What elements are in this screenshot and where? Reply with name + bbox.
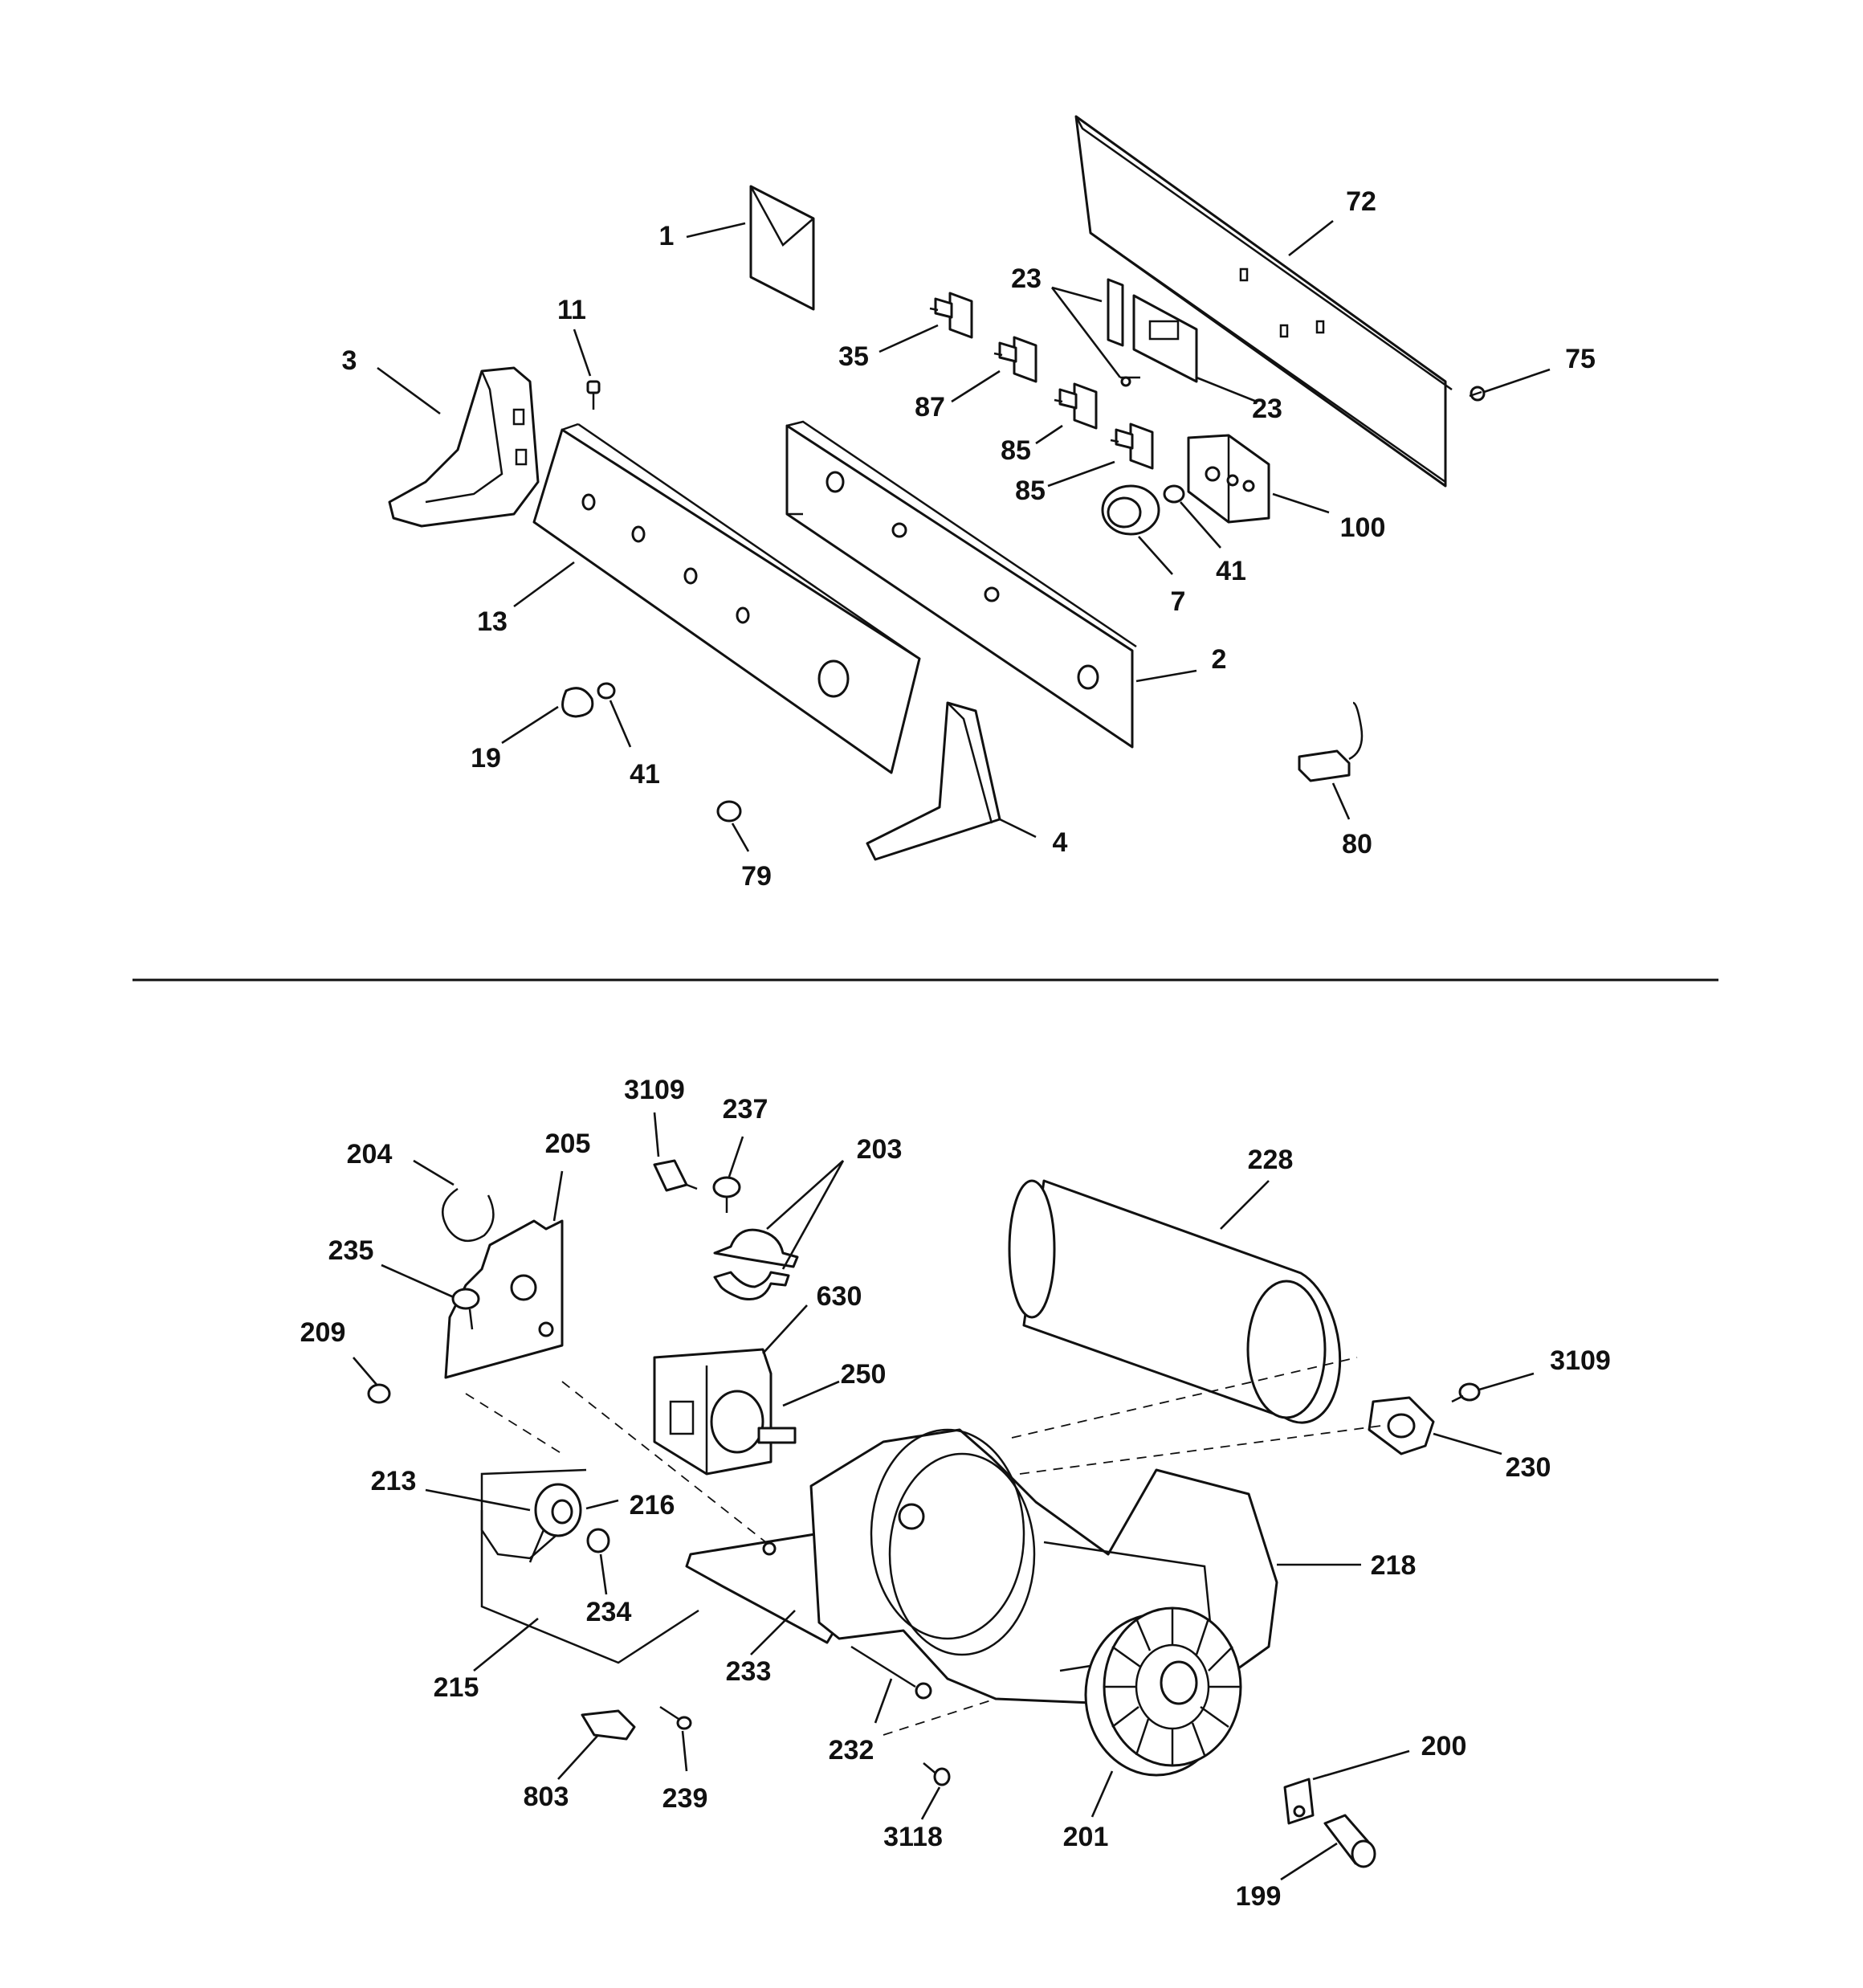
part-85-switch-upper bbox=[1054, 382, 1098, 430]
part-203-clamp-lower bbox=[713, 1271, 790, 1300]
label-part-232: 232 bbox=[829, 1735, 874, 1766]
part-41-clip-upper bbox=[1163, 484, 1185, 504]
label-part-3109-left: 3109 bbox=[624, 1075, 685, 1105]
label-part-41-lower: 41 bbox=[630, 759, 660, 790]
alignment-dashed-lines bbox=[465, 1357, 1382, 1736]
part-200-bracket bbox=[1283, 1778, 1315, 1825]
part-3109-screw-right bbox=[1451, 1382, 1481, 1403]
part-72-rear-panel bbox=[1074, 115, 1453, 488]
part-7-knob bbox=[1101, 484, 1160, 536]
part-80-sensor bbox=[1298, 701, 1364, 782]
label-part-85-upper: 85 bbox=[1001, 435, 1031, 466]
label-part-23-lower: 23 bbox=[1252, 394, 1282, 424]
part-235-screw bbox=[451, 1288, 480, 1330]
label-part-72: 72 bbox=[1346, 186, 1376, 217]
label-part-630: 630 bbox=[817, 1281, 862, 1312]
label-part-79: 79 bbox=[741, 861, 772, 892]
part-1-envelope bbox=[749, 185, 815, 311]
label-part-1: 1 bbox=[659, 221, 675, 251]
label-part-218: 218 bbox=[1371, 1550, 1417, 1581]
part-215-rod bbox=[480, 1510, 699, 1664]
label-part-23-upper: 23 bbox=[1011, 263, 1042, 294]
label-part-3: 3 bbox=[342, 345, 357, 376]
label-part-201: 201 bbox=[1063, 1822, 1109, 1852]
lower-leader-lines bbox=[353, 1112, 1535, 1881]
label-part-205: 205 bbox=[545, 1129, 591, 1159]
label-part-213: 213 bbox=[371, 1466, 417, 1496]
label-part-216: 216 bbox=[630, 1490, 675, 1521]
label-part-11: 11 bbox=[557, 295, 586, 325]
label-part-203: 203 bbox=[857, 1134, 903, 1165]
part-79-plug bbox=[716, 800, 742, 823]
label-part-209: 209 bbox=[300, 1317, 346, 1348]
part-250-motor-shaft bbox=[710, 1390, 797, 1454]
part-85-switch-lower bbox=[1110, 423, 1154, 470]
part-75-screw bbox=[1469, 386, 1486, 402]
label-part-41-upper: 41 bbox=[1216, 556, 1246, 586]
label-part-2: 2 bbox=[1212, 644, 1227, 675]
part-4-foot-bracket bbox=[866, 701, 1001, 861]
label-part-7: 7 bbox=[1171, 586, 1186, 617]
part-23-switch-block bbox=[1107, 278, 1198, 387]
part-35-switch bbox=[929, 292, 973, 339]
part-234-nut bbox=[586, 1528, 610, 1553]
part-239-screw bbox=[659, 1705, 692, 1730]
part-19-knob bbox=[561, 687, 594, 718]
part-201-blower-wheel bbox=[1084, 1606, 1242, 1777]
label-part-228: 228 bbox=[1248, 1145, 1294, 1175]
label-part-235: 235 bbox=[328, 1235, 374, 1266]
label-part-199: 199 bbox=[1236, 1881, 1282, 1912]
label-part-200: 200 bbox=[1421, 1731, 1467, 1761]
part-209-nut bbox=[367, 1383, 391, 1404]
label-part-233: 233 bbox=[726, 1656, 772, 1687]
label-part-215: 215 bbox=[434, 1672, 479, 1703]
label-part-803: 803 bbox=[524, 1782, 569, 1812]
part-3109-screw-left bbox=[653, 1159, 698, 1192]
lower-callout-labels: 3109 237 203 228 204 205 235 630 209 250… bbox=[300, 1075, 1611, 1912]
label-part-85-lower: 85 bbox=[1015, 476, 1046, 506]
label-part-204: 204 bbox=[347, 1139, 393, 1170]
label-part-3118: 3118 bbox=[883, 1822, 943, 1852]
part-3118-screw bbox=[923, 1762, 951, 1786]
upper-leader-lines bbox=[377, 219, 1551, 852]
label-part-234: 234 bbox=[586, 1597, 632, 1627]
label-part-13: 13 bbox=[477, 606, 508, 637]
part-232-bolt bbox=[850, 1645, 932, 1700]
label-part-100: 100 bbox=[1340, 512, 1386, 543]
part-203-clamp-upper bbox=[713, 1228, 799, 1268]
part-237-rivet bbox=[712, 1176, 741, 1213]
part-803-clip bbox=[581, 1709, 636, 1741]
label-part-237: 237 bbox=[723, 1094, 768, 1125]
label-part-19: 19 bbox=[471, 743, 501, 774]
part-3-end-cap bbox=[388, 366, 540, 528]
label-part-250: 250 bbox=[841, 1359, 887, 1390]
part-41-clip-lower bbox=[597, 682, 616, 700]
part-11-screw bbox=[586, 380, 601, 410]
label-part-87: 87 bbox=[915, 392, 945, 423]
part-87-switch bbox=[993, 336, 1037, 383]
label-part-230: 230 bbox=[1506, 1452, 1551, 1483]
part-204-clip bbox=[442, 1187, 495, 1243]
part-230-thermostat bbox=[1368, 1396, 1435, 1455]
part-13-control-panel bbox=[532, 423, 921, 774]
label-part-80: 80 bbox=[1342, 829, 1372, 859]
part-100-timer bbox=[1187, 434, 1270, 524]
part-216-pulley bbox=[534, 1483, 582, 1537]
label-part-35: 35 bbox=[838, 341, 869, 372]
label-part-4: 4 bbox=[1053, 827, 1068, 858]
part-199-bolt bbox=[1323, 1814, 1376, 1868]
upper-callout-labels: 1 72 23 11 3 35 87 23 75 85 85 100 41 7 … bbox=[342, 186, 1596, 892]
label-part-3109-right: 3109 bbox=[1550, 1345, 1611, 1376]
label-part-239: 239 bbox=[662, 1783, 708, 1814]
part-2-control-bracket bbox=[785, 420, 1137, 749]
label-part-75: 75 bbox=[1565, 344, 1596, 374]
part-228-duct bbox=[1008, 1179, 1342, 1424]
